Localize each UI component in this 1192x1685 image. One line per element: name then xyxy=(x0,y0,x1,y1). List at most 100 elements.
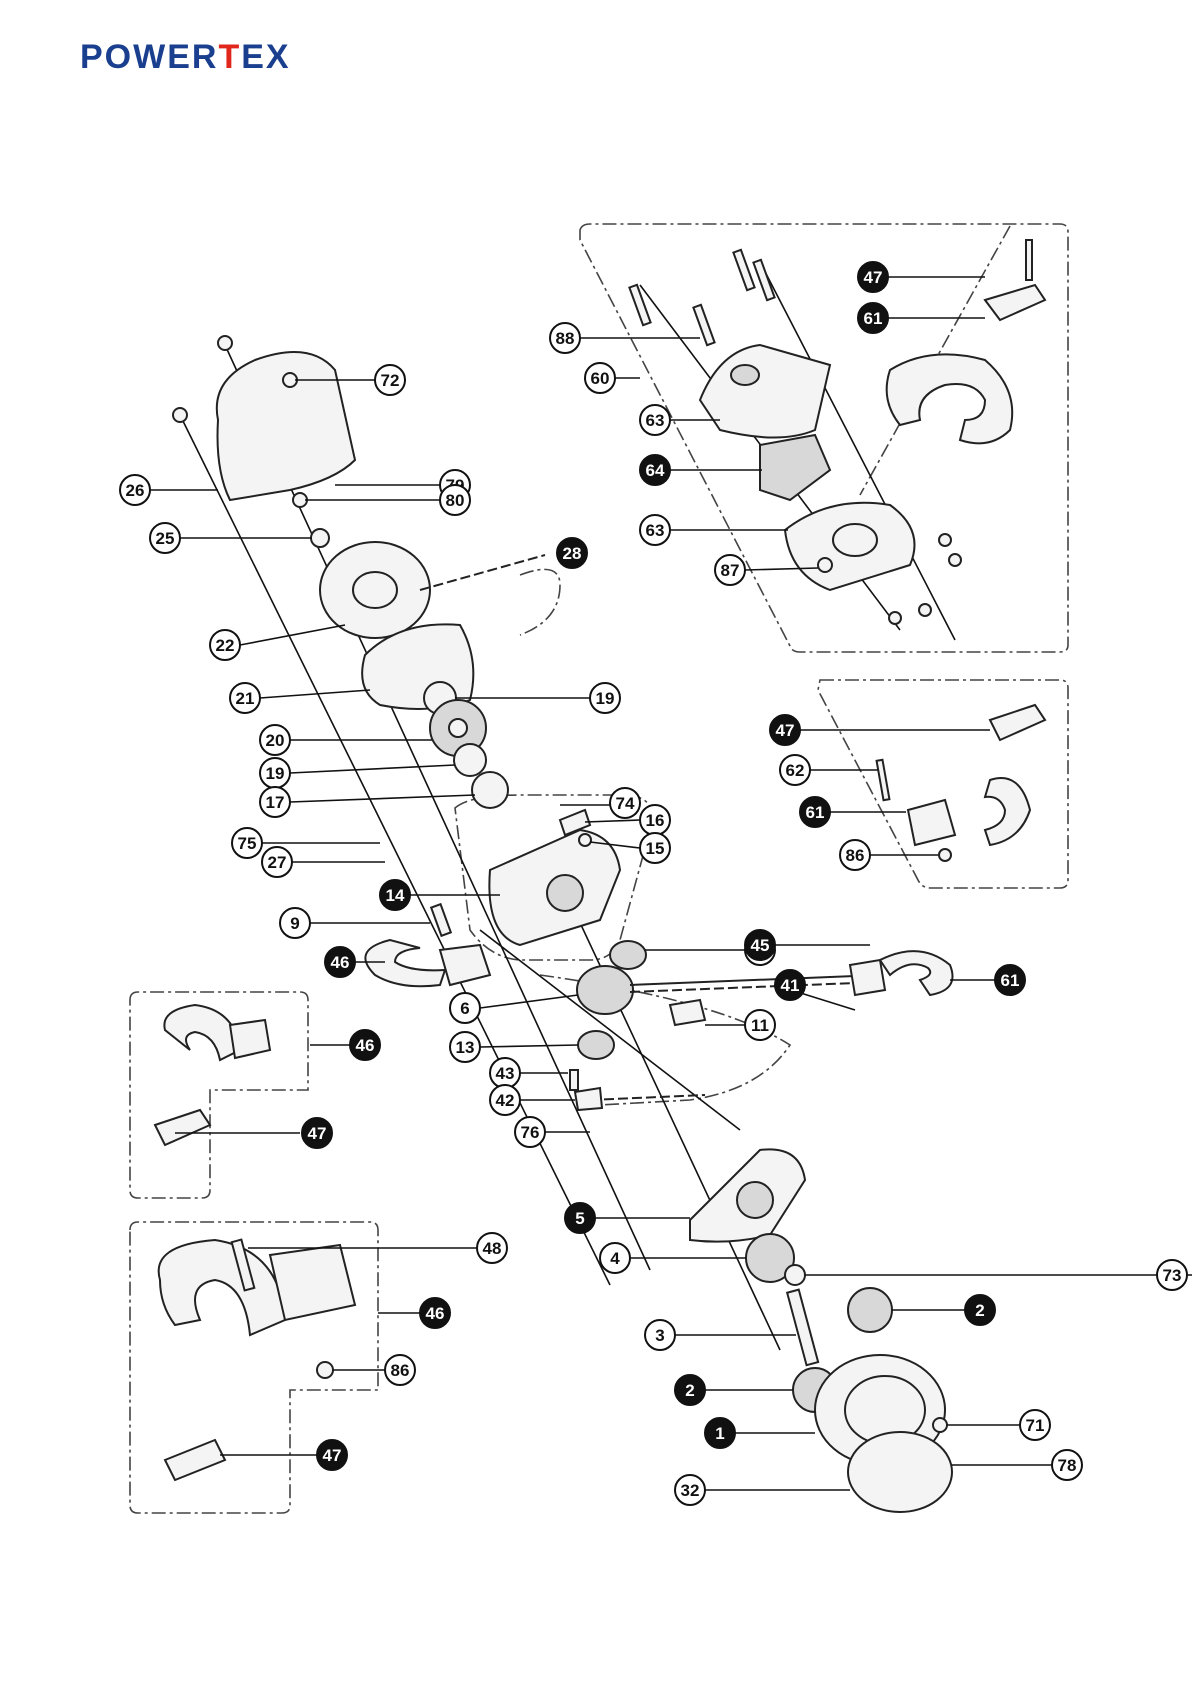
top-plate-bearing xyxy=(547,875,583,911)
part-callout-80: 80 xyxy=(440,485,470,515)
part-callout-26: 26 xyxy=(120,475,150,505)
cover-nut xyxy=(283,373,297,387)
load-sheave-13-top xyxy=(610,941,646,969)
callout-number: 1 xyxy=(715,1424,724,1443)
bolt-88c xyxy=(733,250,754,290)
callout-number: 22 xyxy=(216,636,235,655)
callout-16 xyxy=(585,820,640,822)
washer-73 xyxy=(785,1265,805,1285)
part-callout-86: 86 xyxy=(385,1355,415,1385)
load-sheave-13-bottom xyxy=(578,1031,614,1059)
nut-86-mid xyxy=(939,849,951,861)
part-callout-28: 28 xyxy=(557,538,587,568)
bottom-hook-block xyxy=(440,945,490,985)
callout-number: 25 xyxy=(156,529,175,548)
gear-2-right xyxy=(848,1288,892,1332)
washer-19b xyxy=(454,744,486,776)
callout-number: 72 xyxy=(381,371,400,390)
nut-87 xyxy=(818,558,832,572)
callout-number: 26 xyxy=(126,481,145,500)
upper-casing-63-top xyxy=(700,345,830,438)
part-callout-43: 43 xyxy=(490,1058,520,1088)
nut-80 xyxy=(293,493,307,507)
callout-number: 21 xyxy=(236,689,255,708)
mid-hook xyxy=(985,778,1030,845)
mid-hook-latch xyxy=(990,705,1045,740)
part-callout-72: 72 xyxy=(375,365,405,395)
callout-number: 43 xyxy=(496,1064,515,1083)
part-callout-61: 61 xyxy=(995,965,1025,995)
part-callout-32: 32 xyxy=(675,1475,705,1505)
left-large-hook-block xyxy=(270,1245,355,1320)
part-callout-22: 22 xyxy=(210,630,240,660)
callout-number: 3 xyxy=(655,1326,664,1345)
callout-number: 15 xyxy=(646,839,665,858)
part-callout-42: 42 xyxy=(490,1085,520,1115)
callout-number: 63 xyxy=(646,521,665,540)
callout-number: 78 xyxy=(1058,1456,1077,1475)
upper-hook xyxy=(887,354,1013,443)
callout-number: 88 xyxy=(556,329,575,348)
part-callout-20: 20 xyxy=(260,725,290,755)
callout-number: 73 xyxy=(1163,1266,1182,1285)
callout-number: 19 xyxy=(266,764,285,783)
part-callout-45: 45 xyxy=(745,930,775,960)
callout-number: 17 xyxy=(266,793,285,812)
callout-number: 63 xyxy=(646,411,665,430)
upper-casing-63-top-hole xyxy=(731,365,759,385)
top-hook xyxy=(880,951,953,995)
callout-17 xyxy=(290,795,475,802)
side-plate-bearing xyxy=(737,1182,773,1218)
callout-number: 4 xyxy=(610,1249,620,1268)
part-callout-64: 64 xyxy=(640,455,670,485)
part-callout-15: 15 xyxy=(640,833,670,863)
callout-number: 61 xyxy=(1001,971,1020,990)
upper-hook-latch xyxy=(985,285,1045,320)
ratchet-gear-hub xyxy=(449,719,467,737)
callout-number: 46 xyxy=(331,953,350,972)
callout-number: 9 xyxy=(290,914,299,933)
part-callout-76: 76 xyxy=(515,1117,545,1147)
part-callout-14: 14 xyxy=(380,880,410,910)
part-callout-25: 25 xyxy=(150,523,180,553)
pin-62 xyxy=(877,760,890,800)
callout-number: 74 xyxy=(616,794,635,813)
callout-number: 62 xyxy=(786,761,805,780)
pin-43 xyxy=(570,1070,578,1090)
callout-number: 47 xyxy=(308,1124,327,1143)
part-callout-78: 78 xyxy=(1052,1450,1082,1480)
callout-number: 13 xyxy=(456,1038,475,1057)
callout-number: 80 xyxy=(446,491,465,510)
load-gear xyxy=(577,966,633,1014)
part-callout-63: 63 xyxy=(640,515,670,545)
part-callout-47: 47 xyxy=(858,262,888,292)
part-callout-73: 73 xyxy=(1157,1260,1187,1290)
part-callout-9: 9 xyxy=(280,908,310,938)
part-callout-41: 41 xyxy=(775,970,805,1000)
part-callout-47: 47 xyxy=(770,715,800,745)
bolt-88b xyxy=(693,305,714,345)
callout-21 xyxy=(260,690,370,698)
part-callout-63: 63 xyxy=(640,405,670,435)
callout-number: 45 xyxy=(751,936,770,955)
callout-19b xyxy=(290,765,455,773)
part-callout-16: 16 xyxy=(640,805,670,835)
callout-number: 47 xyxy=(864,268,883,287)
upper-hook-pin xyxy=(1026,240,1032,280)
hand-wheel-hub xyxy=(353,572,397,608)
nut-71 xyxy=(933,1418,947,1432)
part-callout-47: 47 xyxy=(317,1440,347,1470)
drive-shaft xyxy=(787,1290,818,1366)
callout-number: 61 xyxy=(806,803,825,822)
callout-number: 41 xyxy=(781,976,800,995)
part-callout-71: 71 xyxy=(1020,1410,1050,1440)
part-callout-61: 61 xyxy=(858,303,888,333)
part-shapes xyxy=(155,240,1045,1512)
bolt-88d xyxy=(753,260,774,300)
callout-number: 60 xyxy=(591,369,610,388)
callout-number: 87 xyxy=(721,561,740,580)
part-callout-47: 47 xyxy=(302,1118,332,1148)
nut-right-a xyxy=(939,534,951,546)
nut-right-d xyxy=(919,604,931,616)
